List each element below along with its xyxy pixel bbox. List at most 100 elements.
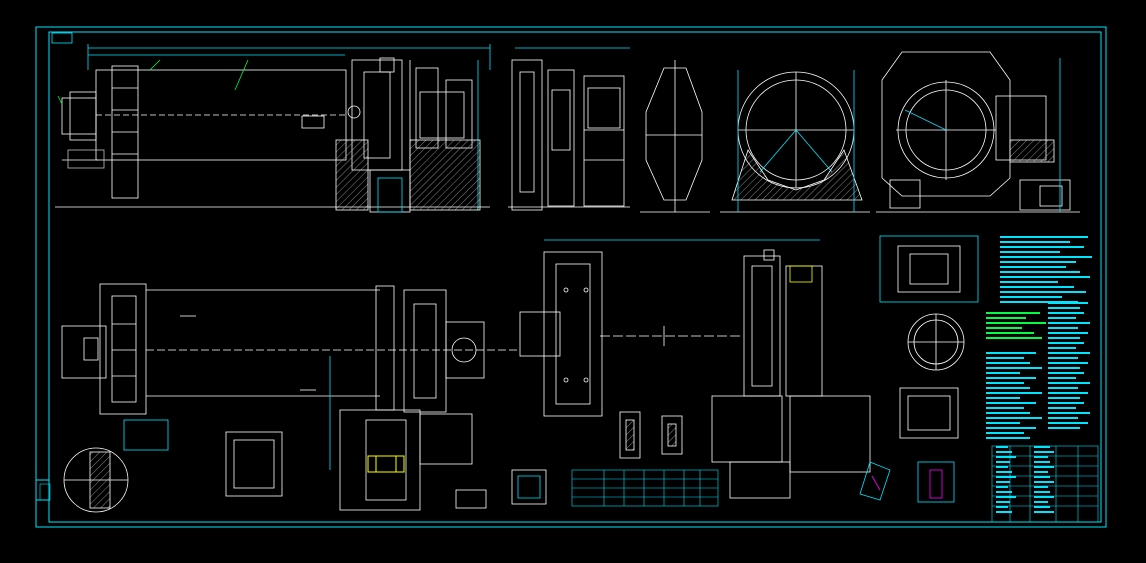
note-line xyxy=(1048,327,1078,329)
note-line xyxy=(1034,491,1050,493)
highlighted-coupling xyxy=(367,455,405,473)
note-line xyxy=(1034,511,1054,513)
note-line xyxy=(986,427,1036,429)
note-line xyxy=(1048,387,1078,389)
note-line xyxy=(1048,412,1090,414)
note-line xyxy=(996,466,1008,468)
note-line xyxy=(1048,317,1076,319)
note-line xyxy=(1000,256,1092,258)
note-line xyxy=(986,382,1024,384)
note-line xyxy=(996,461,1010,463)
note-line xyxy=(1000,236,1088,238)
note-line xyxy=(1048,417,1078,419)
note-line xyxy=(996,506,1008,508)
note-line xyxy=(996,501,1010,503)
note-line xyxy=(1034,501,1048,503)
note-line xyxy=(1034,476,1050,478)
note-line xyxy=(1034,461,1050,463)
note-line xyxy=(986,387,1030,389)
plan-view xyxy=(61,283,520,511)
note-line xyxy=(1000,266,1066,268)
note-line xyxy=(1048,337,1080,339)
note-line xyxy=(986,357,1024,359)
note-line xyxy=(1048,302,1088,304)
note-line xyxy=(1048,322,1090,324)
note-line xyxy=(1048,342,1084,344)
note-line xyxy=(1034,451,1054,453)
note-line xyxy=(1000,261,1076,263)
note-line xyxy=(986,422,1020,424)
note-line xyxy=(1048,422,1088,424)
note-line xyxy=(1034,481,1054,483)
note-line xyxy=(986,397,1020,399)
note-line xyxy=(1048,362,1088,364)
note-line xyxy=(1000,281,1058,283)
note-line xyxy=(1048,367,1080,369)
note-line xyxy=(986,372,1020,374)
end-view-discharge xyxy=(876,51,1080,213)
note-line xyxy=(1000,286,1074,288)
end-view-feed xyxy=(720,70,870,213)
note-line xyxy=(1048,347,1076,349)
note-line xyxy=(1034,456,1048,458)
note-line xyxy=(986,392,1042,394)
note-line xyxy=(986,377,1036,379)
note-line xyxy=(1048,407,1076,409)
note-line xyxy=(1048,357,1078,359)
note-line xyxy=(1034,486,1048,488)
note-line xyxy=(996,481,1010,483)
note-line xyxy=(986,367,1042,369)
note-line xyxy=(1000,241,1070,243)
note-line xyxy=(1034,506,1050,508)
note-line xyxy=(996,471,1012,473)
side-section-views xyxy=(508,47,710,213)
note-line xyxy=(996,496,1016,498)
note-line xyxy=(996,451,1012,453)
note-line xyxy=(1048,352,1090,354)
drawing-frame xyxy=(35,26,1107,528)
note-line xyxy=(1048,392,1088,394)
note-line xyxy=(1000,296,1062,298)
note-line xyxy=(1000,271,1080,273)
note-line xyxy=(986,362,1030,364)
note-line xyxy=(1000,291,1086,293)
note-line xyxy=(986,332,1034,334)
note-line xyxy=(996,456,1016,458)
right-detail-views xyxy=(859,235,979,503)
note-line xyxy=(986,412,1030,414)
note-line xyxy=(996,476,1016,478)
note-line xyxy=(1048,382,1090,384)
note-line xyxy=(1048,402,1084,404)
title-block xyxy=(39,445,1099,523)
note-line xyxy=(986,407,1024,409)
note-line xyxy=(986,437,1030,439)
note-line xyxy=(986,337,1042,339)
note-line xyxy=(1048,377,1076,379)
technical-notes xyxy=(986,236,1092,513)
note-line xyxy=(986,317,1026,319)
bottom-left-details xyxy=(63,431,283,513)
note-line xyxy=(1000,276,1090,278)
note-line xyxy=(986,417,1042,419)
note-line xyxy=(986,327,1022,329)
note-line xyxy=(996,511,1012,513)
note-line xyxy=(1000,246,1084,248)
parts-table xyxy=(571,469,719,507)
note-line xyxy=(986,432,1024,434)
note-line xyxy=(996,486,1008,488)
note-line xyxy=(1034,496,1054,498)
note-line xyxy=(996,491,1012,493)
note-line xyxy=(986,402,1036,404)
note-line xyxy=(1034,471,1048,473)
note-line xyxy=(1000,251,1060,253)
note-line xyxy=(1000,301,1078,303)
note-line xyxy=(1048,332,1088,334)
note-line xyxy=(1048,372,1084,374)
note-line xyxy=(1048,397,1080,399)
note-line xyxy=(996,446,1008,448)
note-line xyxy=(1048,427,1080,429)
note-line xyxy=(1034,446,1050,448)
section-markers xyxy=(511,411,683,505)
